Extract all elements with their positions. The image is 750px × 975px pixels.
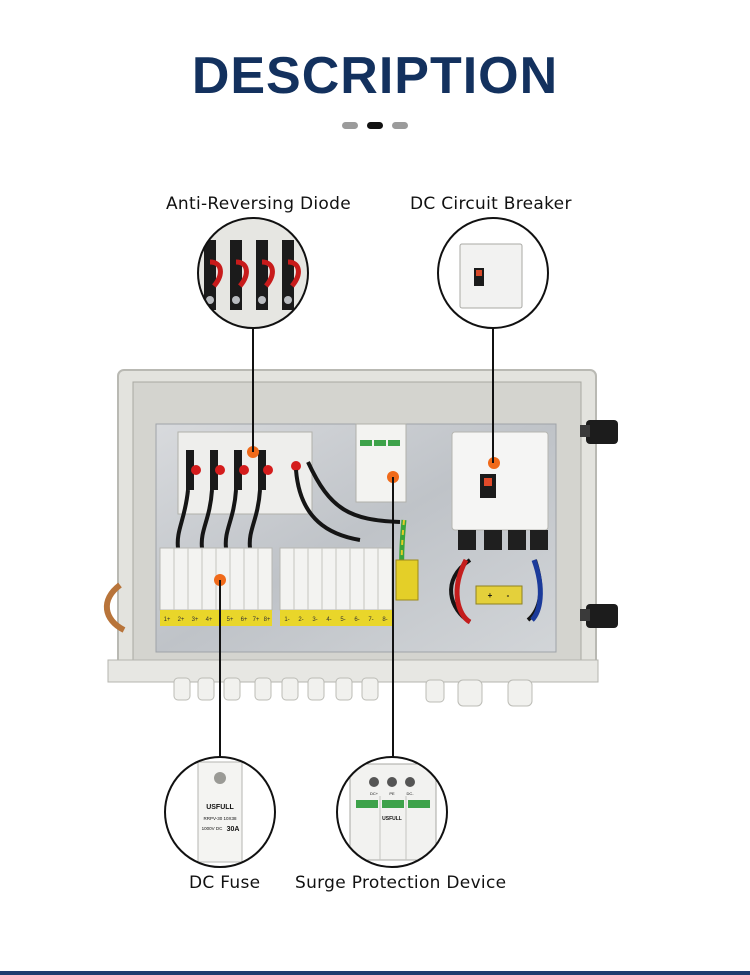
terminal-label-right: 7- — [368, 617, 373, 623]
terminal-label-right: 5- — [340, 617, 345, 623]
bus-plus-label: + — [488, 591, 493, 600]
terminal-label-left: 2+ — [178, 617, 185, 623]
cable-glands — [173, 677, 533, 707]
label-dc-fuse: DC Fuse — [189, 873, 261, 893]
fuse-holders-right — [279, 547, 393, 626]
page-title: DESCRIPTION — [191, 47, 559, 105]
callout-spd-closeup — [336, 756, 448, 868]
terminal-label-left: 4+ — [206, 617, 213, 623]
carousel-dot-1[interactable] — [342, 122, 358, 129]
spd-brand-text: USFULL — [382, 816, 402, 822]
terminal-label-right: 4- — [326, 617, 331, 623]
callout-breaker-closeup — [437, 217, 549, 329]
spd-terminal-2: PE — [389, 791, 395, 796]
terminal-label-right: 6- — [354, 617, 359, 623]
label-dc-circuit-breaker: DC Circuit Breaker — [410, 194, 572, 214]
spd-terminal-1: DC+ — [370, 791, 379, 796]
latch-top — [580, 420, 618, 444]
label-anti-reversing-diode: Anti-Reversing Diode — [166, 194, 351, 214]
terminal-label-right: 3- — [312, 617, 317, 623]
diode-heatsink — [177, 431, 313, 515]
terminal-label-left: 3+ — [192, 617, 199, 623]
terminal-label-right: 8- — [382, 617, 387, 623]
terminal-label-left: 1+ — [164, 617, 171, 623]
bus-minus-label: - — [507, 591, 510, 600]
terminal-labels: 1+ 2+ 3+ 4+ 5+ 6+ 7+ 8+ 1- 2- 3- 4- 5- 6… — [164, 617, 388, 623]
fuse-model-text: RRPV-30 10X38 — [203, 816, 237, 821]
carousel-dot-3[interactable] — [392, 122, 408, 129]
wiring — [175, 461, 543, 624]
dc-breaker — [451, 431, 549, 605]
latch-bottom — [580, 604, 618, 628]
fuse-brand-text: USFULL — [206, 804, 234, 811]
carousel-dot-2-active[interactable] — [367, 122, 383, 129]
terminal-label-right: 1- — [284, 617, 289, 623]
fuse-rating-text: 30A — [227, 826, 240, 833]
ground-braid — [103, 582, 126, 633]
terminal-label-left: 6+ — [241, 617, 248, 623]
callout-fuse-closeup — [164, 756, 276, 868]
carousel-indicator — [342, 122, 410, 130]
ground-terminal — [395, 559, 419, 601]
terminal-label-left: 8+ — [264, 617, 271, 623]
leader-lines — [219, 328, 494, 757]
spd-module — [355, 423, 407, 503]
bottom-accent-bar — [0, 971, 750, 975]
fuse-holders-left — [159, 547, 273, 626]
fuse-voltage-text: 1000V DC — [202, 826, 224, 831]
terminal-label-left: 5+ — [227, 617, 234, 623]
terminal-label-left: 7+ — [253, 617, 260, 623]
spd-terminal-3: DC- — [406, 791, 414, 796]
label-surge-protection-device: Surge Protection Device — [295, 873, 507, 893]
callout-diode-closeup — [197, 217, 309, 329]
terminal-label-right: 2- — [298, 617, 303, 623]
